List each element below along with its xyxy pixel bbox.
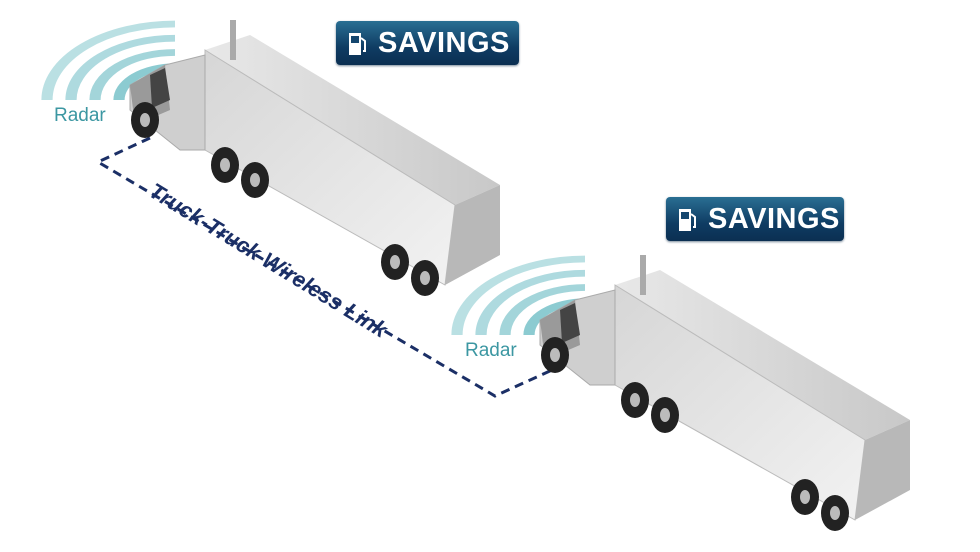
savings-badge: SAVINGS (666, 197, 844, 241)
fuel-pump-icon (678, 207, 698, 231)
savings-badge: SAVINGS (336, 21, 519, 65)
fuel-pump-icon (348, 31, 368, 55)
savings-label: SAVINGS (708, 202, 840, 235)
following-truck (539, 254, 911, 532)
wireless-link-line (94, 136, 553, 398)
savings-label: SAVINGS (378, 26, 510, 59)
radar-label: Radar (54, 105, 106, 126)
radar-label: Radar (465, 340, 517, 361)
